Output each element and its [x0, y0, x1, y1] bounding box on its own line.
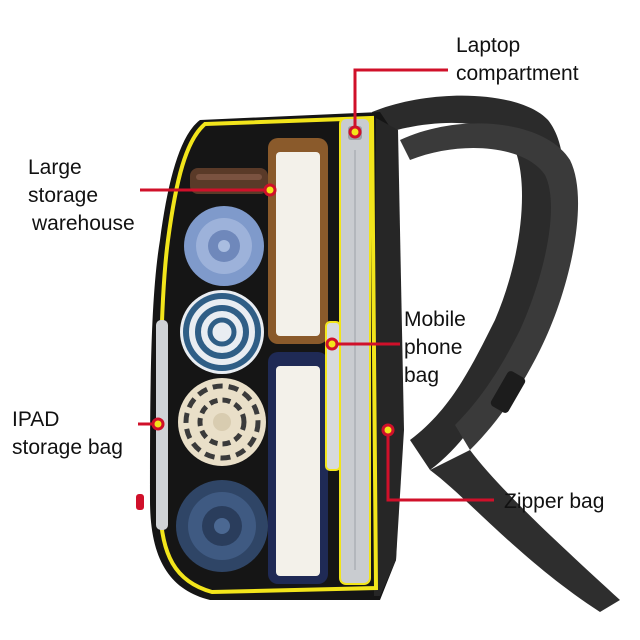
- dot-ipad: [151, 417, 165, 431]
- book-top: [268, 138, 328, 344]
- dot-mobile: [325, 337, 339, 351]
- rolled-shirt-striped: [180, 290, 264, 374]
- label-laptop-compartment: Laptop compartment: [456, 32, 579, 88]
- label-line: IPAD: [12, 408, 60, 431]
- label-large-storage: Large storage warehouse: [28, 154, 135, 238]
- label-line: Zipper bag: [504, 490, 605, 513]
- bag-side-panel: [374, 118, 404, 596]
- dot-large-storage: [263, 183, 277, 197]
- wallet: [190, 168, 268, 194]
- rolled-shirt-blue: [184, 206, 264, 286]
- label-line: storage: [28, 184, 99, 207]
- label-line: phone: [404, 336, 463, 359]
- label-line: Laptop: [456, 34, 521, 57]
- label-line: storage bag: [12, 436, 123, 459]
- shoulder-straps: [372, 95, 620, 612]
- laptop: [339, 117, 371, 585]
- rolled-scarf-beige: [178, 378, 266, 466]
- callout-dots: [151, 125, 395, 437]
- label-zipper-bag: Zipper bag: [504, 488, 604, 516]
- dot-zipper: [381, 423, 395, 437]
- label-line: bag: [404, 364, 440, 387]
- zipper-pull: [136, 494, 144, 510]
- rolled-jeans: [176, 480, 268, 572]
- label-ipad-storage-bag: IPAD storage bag: [12, 406, 123, 462]
- book-bottom: [268, 352, 328, 584]
- callout-zipper: [386, 430, 494, 502]
- label-mobile-phone-bag: Mobile phone bag: [404, 306, 466, 390]
- dot-laptop: [348, 125, 362, 139]
- label-line: Large: [28, 156, 82, 179]
- label-line: Mobile: [404, 308, 466, 331]
- label-line: compartment: [456, 62, 579, 85]
- callout-laptop: [353, 68, 448, 132]
- label-line: warehouse: [32, 212, 135, 235]
